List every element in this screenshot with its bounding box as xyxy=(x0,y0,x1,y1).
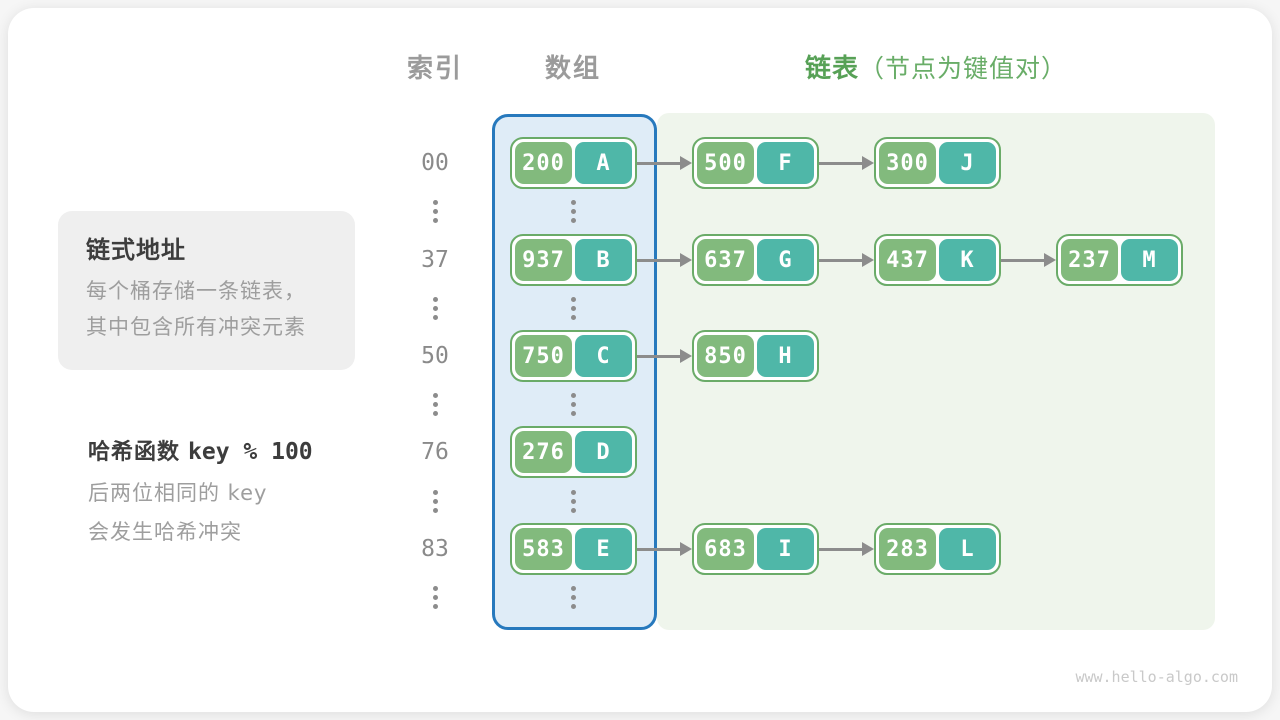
bucket-index-label: 37 xyxy=(421,247,449,273)
ellipsis-dots-icon xyxy=(433,586,438,609)
watermark: www.hello-algo.com xyxy=(1075,668,1238,686)
node-key: 437 xyxy=(879,239,936,281)
hash-function-note: 后两位相同的 key 会发生哈希冲突 xyxy=(88,474,267,552)
node-value: G xyxy=(757,239,814,281)
node-key: 937 xyxy=(515,239,572,281)
node-key: 583 xyxy=(515,528,572,570)
ellipsis-dots-icon xyxy=(433,490,438,513)
ellipsis-dots-icon xyxy=(433,393,438,416)
node-key: 200 xyxy=(515,142,572,184)
linked-list-label: 链表 xyxy=(804,54,859,84)
chain-arrow-icon xyxy=(819,234,874,286)
node-value: H xyxy=(757,335,814,377)
node-value: F xyxy=(757,142,814,184)
node-value: L xyxy=(939,528,996,570)
info-box-title: 链式地址 xyxy=(86,236,186,264)
node-value: B xyxy=(575,239,632,281)
hash-function-label: 哈希函数 xyxy=(88,440,181,465)
node-value: M xyxy=(1121,239,1178,281)
node-value: I xyxy=(757,528,814,570)
node-key: 850 xyxy=(697,335,754,377)
hash-note-line: 后两位相同的 key xyxy=(88,481,268,505)
column-header-linked-list: 链表（节点为键值对） xyxy=(657,52,1215,86)
bucket-index-label: 76 xyxy=(421,439,449,465)
ellipsis-dots-icon xyxy=(571,490,576,513)
node-key: 237 xyxy=(1061,239,1118,281)
node-key: 637 xyxy=(697,239,754,281)
ellipsis-dots-icon xyxy=(433,297,438,320)
chain-arrow-icon xyxy=(819,523,874,575)
bucket-index-label: 50 xyxy=(421,343,449,369)
info-box-body: 每个桶存储一条链表， 其中包含所有冲突元素 xyxy=(86,273,306,345)
chain-arrow-icon xyxy=(637,330,692,382)
node-value: K xyxy=(939,239,996,281)
ellipsis-dots-icon xyxy=(433,200,438,223)
info-box-line: 每个桶存储一条链表， xyxy=(86,279,306,303)
info-box: 链式地址 每个桶存储一条链表， 其中包含所有冲突元素 xyxy=(58,211,355,370)
node-value: A xyxy=(575,142,632,184)
column-header-index: 索引 xyxy=(406,54,463,84)
ellipsis-dots-icon xyxy=(571,200,576,223)
chain-arrow-icon xyxy=(637,234,692,286)
node-key: 276 xyxy=(515,431,572,473)
hash-note-line: 会发生哈希冲突 xyxy=(88,520,242,544)
node-key: 750 xyxy=(515,335,572,377)
node-value: E xyxy=(575,528,632,570)
ellipsis-dots-icon xyxy=(571,297,576,320)
node-key: 683 xyxy=(697,528,754,570)
chain-arrow-icon xyxy=(1001,234,1056,286)
chain-arrow-icon xyxy=(637,523,692,575)
node-value: J xyxy=(939,142,996,184)
hash-function-title: 哈希函数 key % 100 xyxy=(88,434,313,466)
column-header-array: 数组 xyxy=(544,54,601,84)
chain-arrow-icon xyxy=(637,137,692,189)
node-value: D xyxy=(575,431,632,473)
node-value: C xyxy=(575,335,632,377)
hash-function-code: key % 100 xyxy=(188,439,313,465)
ellipsis-dots-icon xyxy=(571,586,576,609)
chain-arrow-icon xyxy=(819,137,874,189)
linked-list-note: （节点为键值对） xyxy=(859,54,1068,83)
node-key: 300 xyxy=(879,142,936,184)
node-key: 283 xyxy=(879,528,936,570)
node-key: 500 xyxy=(697,142,754,184)
ellipsis-dots-icon xyxy=(571,393,576,416)
info-box-line: 其中包含所有冲突元素 xyxy=(86,315,306,339)
bucket-index-label: 83 xyxy=(421,536,449,562)
bucket-index-label: 00 xyxy=(421,150,449,176)
